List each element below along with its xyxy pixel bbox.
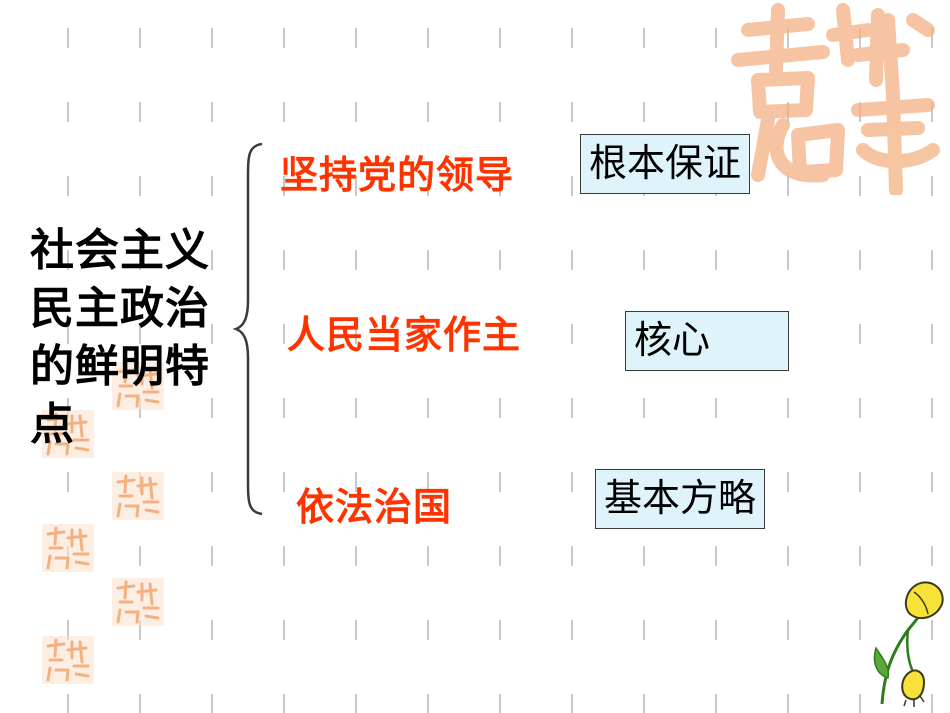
point-people-masters: 人民当家作主 (287, 313, 522, 357)
point-party-leadership: 坚持党的领导 (280, 153, 515, 197)
point-rule-of-law: 依法治国 (296, 485, 453, 529)
left-curly-brace-icon (232, 142, 263, 516)
auspicious-seal-icon (731, 3, 940, 195)
tag-basic-strategy: 基本方略 (595, 469, 766, 529)
tag-fundamental-guarantee: 根本保证 (580, 134, 751, 194)
auspicious-seal-icon (42, 636, 94, 684)
auspicious-seal-icon (42, 524, 94, 572)
auspicious-seal-icon (112, 362, 164, 410)
auspicious-seal-icon (112, 578, 164, 626)
auspicious-seal-icon (112, 472, 164, 520)
auspicious-seal-icon (42, 410, 94, 458)
yellow-lily-icon (873, 581, 944, 707)
main-title: 社会主义民主政治的鲜明特点 (30, 225, 210, 450)
tag-core: 核心 (625, 311, 789, 371)
